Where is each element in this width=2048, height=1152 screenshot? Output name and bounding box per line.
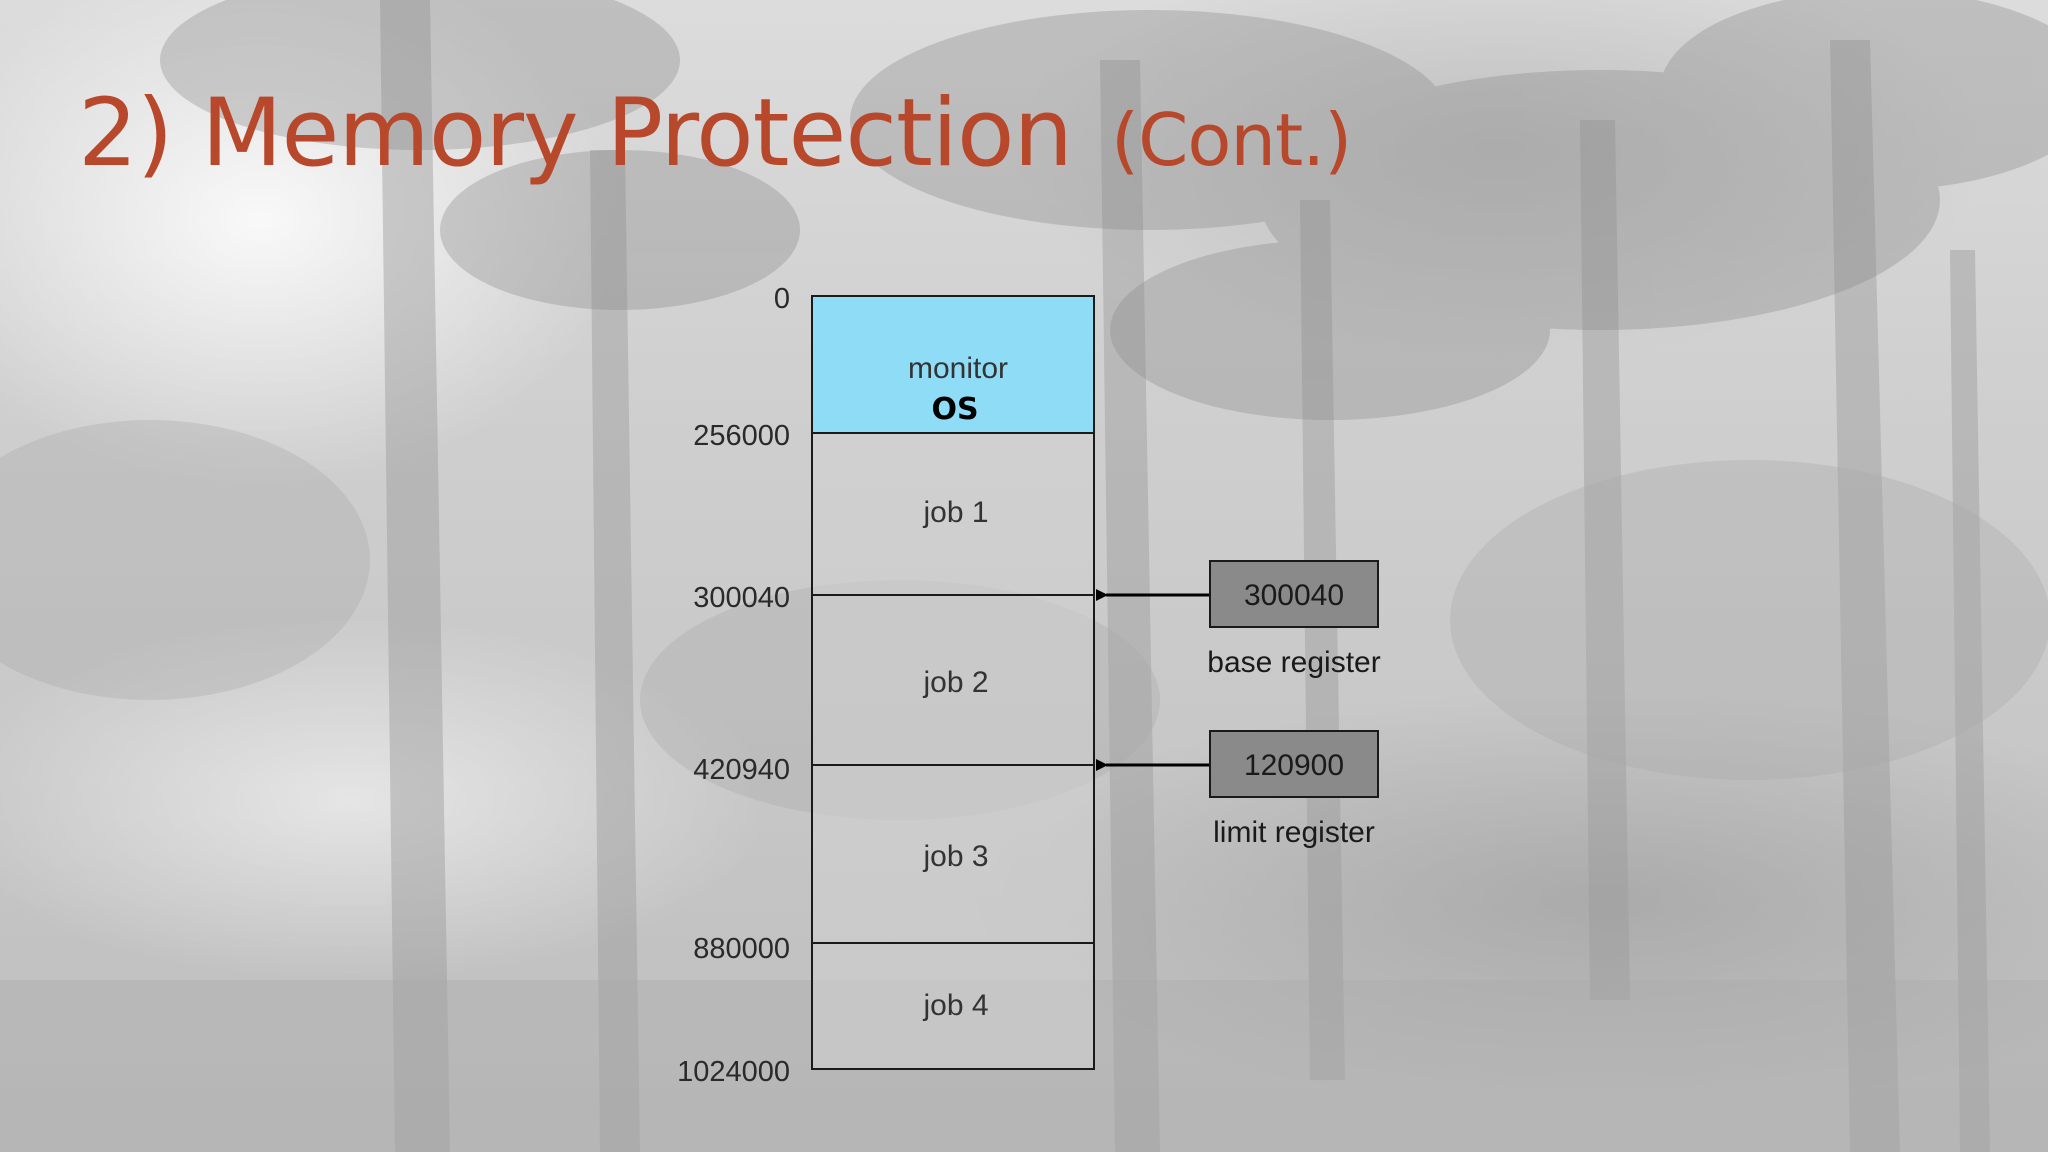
address-label-420940: 420940 — [693, 754, 790, 786]
segment-label-job-2: job 2 — [922, 666, 988, 699]
base-register-box — [1209, 560, 1379, 628]
address-label-0: 0 — [774, 283, 790, 315]
title-main: 2) Memory Protection — [78, 79, 1073, 188]
segment-job-1 — [811, 432, 1095, 596]
segment-label-job-3: job 3 — [922, 840, 988, 873]
limit-register-label: limit register — [1213, 816, 1375, 849]
segment-label-job-4: job 4 — [922, 989, 988, 1022]
segment-job-2 — [811, 594, 1095, 766]
segment-job-4 — [811, 942, 1095, 1070]
address-label-1024000: 1024000 — [677, 1056, 790, 1088]
base-register-label: base register — [1207, 646, 1380, 679]
address-label-256000: 256000 — [693, 420, 790, 452]
title-suffix: (Cont.) — [1110, 98, 1352, 182]
segment-sublabel-os: OS — [931, 392, 978, 427]
segment-label-monitor: monitor — [908, 352, 1008, 385]
segment-job-3 — [811, 764, 1095, 944]
segment-monitor — [811, 295, 1095, 434]
slide-title: 2) Memory Protection (Cont.) — [78, 79, 1352, 188]
segment-label-job-1: job 1 — [922, 496, 988, 529]
limit-register-value: 120900 — [1244, 749, 1344, 782]
address-label-880000: 880000 — [693, 933, 790, 965]
limit-register-box — [1209, 730, 1379, 798]
address-label-300040: 300040 — [693, 582, 790, 614]
base-register-value: 300040 — [1244, 579, 1344, 612]
